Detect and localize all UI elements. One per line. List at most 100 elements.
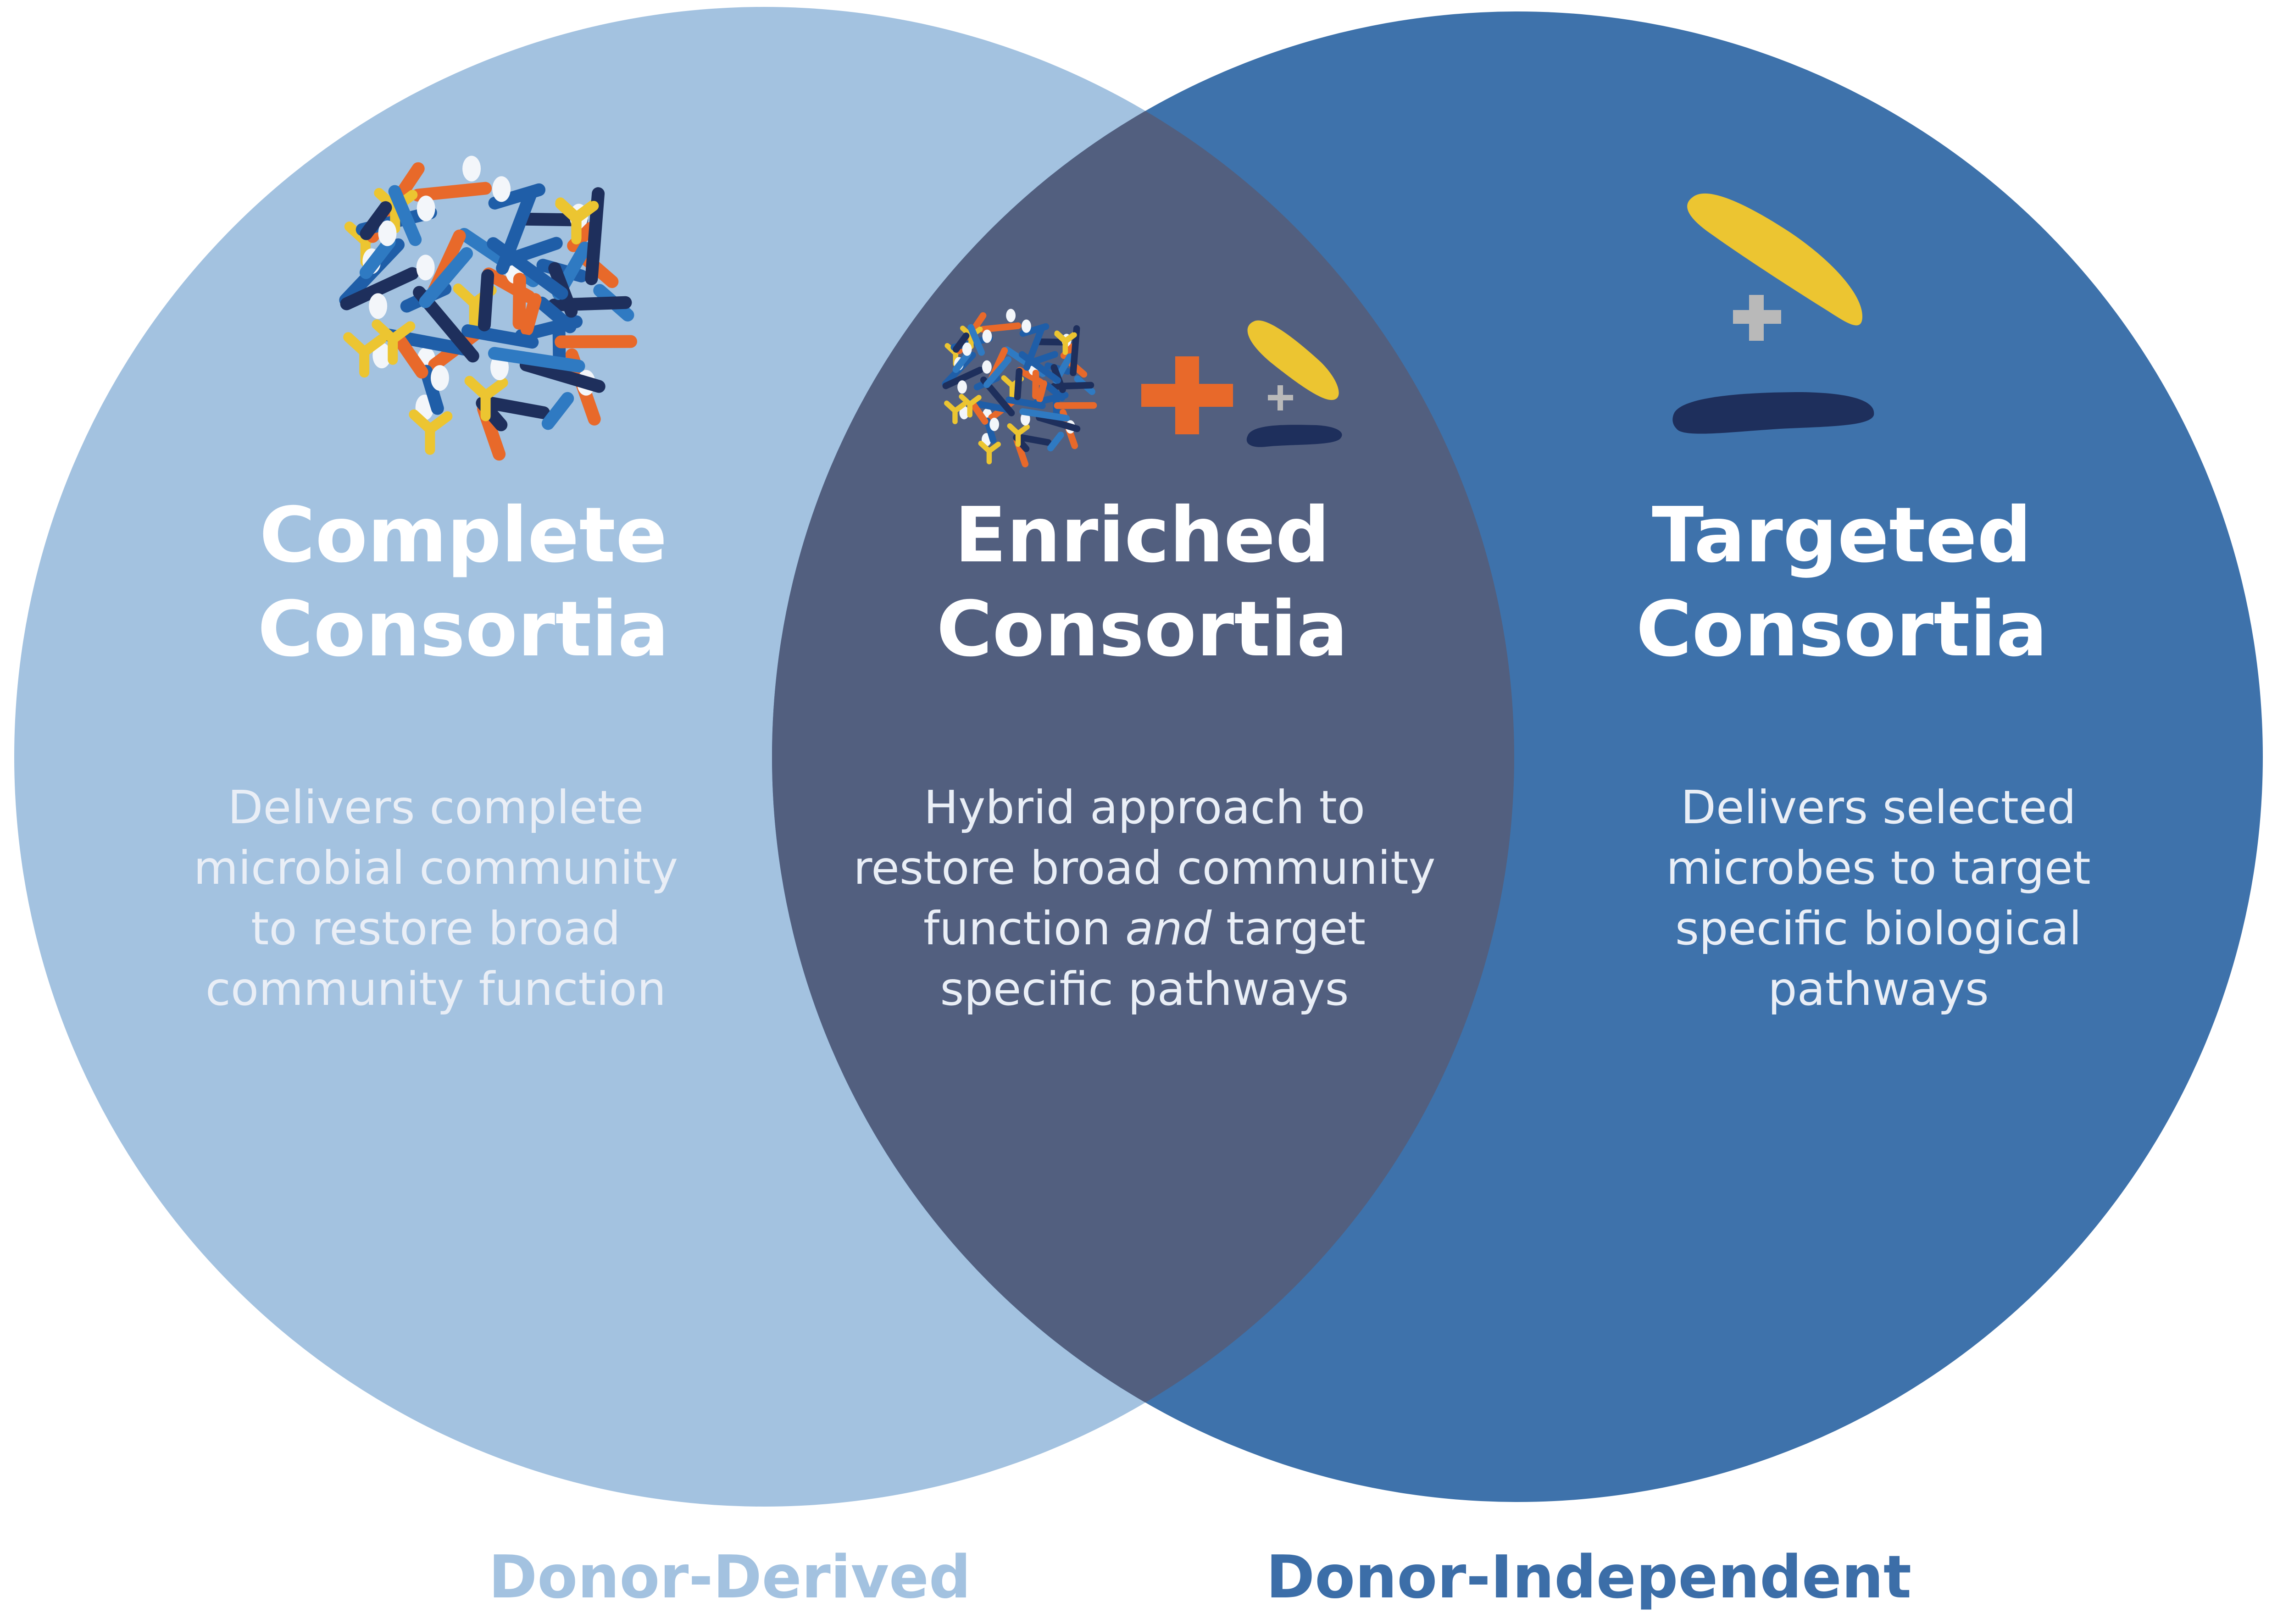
community-plus-selected-microbes-icon bbox=[942, 309, 1342, 468]
rod-bacterium-shape bbox=[1018, 351, 1061, 384]
rod-bacterium-shape bbox=[1036, 414, 1081, 432]
small-microbial-cluster-icon bbox=[942, 309, 1097, 468]
coccus-shape bbox=[957, 380, 967, 394]
microbial-community-cluster-icon bbox=[339, 155, 638, 461]
rod-bacterium-shape bbox=[585, 187, 605, 285]
complete-consortia-title: Complete Consortia bbox=[165, 488, 761, 676]
coccus-shape bbox=[982, 360, 992, 374]
coccus-shape bbox=[378, 220, 397, 246]
rod-bacterium-shape bbox=[360, 201, 392, 240]
desc-line: microbial community bbox=[193, 841, 678, 895]
targeted-title-line2: Consortia bbox=[1636, 585, 2048, 674]
targeted-consortia-description: Delivers selected microbes to target spe… bbox=[1534, 777, 2222, 1020]
y-shaped-bacterium-shape bbox=[978, 441, 1001, 465]
rod-bacterium-shape bbox=[535, 296, 577, 333]
rod-bacterium-shape bbox=[1032, 370, 1039, 399]
rod-bacterium-shape bbox=[388, 185, 422, 246]
targeted-title-line1: Targeted bbox=[1652, 491, 2032, 580]
rod-bacterium-shape bbox=[487, 237, 568, 300]
desc-line: microbes to target bbox=[1666, 841, 2091, 895]
rod-bacterium-shape bbox=[1014, 368, 1023, 400]
rod-bacterium-shape bbox=[952, 350, 972, 373]
desc-line: to restore broad bbox=[251, 902, 621, 955]
rod-bacterium-shape bbox=[1005, 396, 1046, 410]
complete-title-line1: Complete bbox=[259, 491, 667, 580]
rod-bacterium-shape bbox=[461, 324, 539, 349]
desc-line: pathways bbox=[1768, 962, 1989, 1016]
y-shaped-bacterium-shape bbox=[944, 400, 967, 424]
targeted-consortia-title: Targeted Consortia bbox=[1544, 488, 2140, 676]
y-shaped-bacterium-shape bbox=[464, 376, 508, 421]
rod-bacterium-shape bbox=[1047, 432, 1064, 452]
coccus-shape bbox=[982, 329, 992, 343]
desc-line: Hybrid approach to bbox=[923, 781, 1366, 834]
rod-bacterium-shape bbox=[1044, 382, 1066, 401]
rod-bacterium-shape bbox=[541, 392, 574, 430]
rod-bacterium-shape bbox=[478, 269, 494, 332]
rod-bacterium-shape bbox=[519, 358, 605, 393]
y-shaped-bacterium-shape bbox=[343, 332, 387, 378]
enriched-consortia-description: Hybrid approach to restore broad communi… bbox=[800, 777, 1489, 1020]
rod-bacterium-shape bbox=[979, 322, 1022, 333]
rod-bacterium-shape bbox=[942, 366, 983, 389]
rod-bacterium-shape bbox=[1036, 380, 1047, 403]
rod-bacterium-shape bbox=[393, 334, 428, 379]
coccus-shape bbox=[989, 417, 1000, 431]
coccus-shape bbox=[416, 255, 435, 281]
coccus-shape bbox=[492, 176, 511, 202]
y-shaped-bacterium-shape bbox=[409, 409, 453, 455]
rod-bacterium-shape bbox=[967, 324, 985, 356]
rod-bacterium-shape bbox=[411, 182, 492, 202]
donor-derived-label: Donor-Derived bbox=[489, 1543, 971, 1612]
rod-bacterium-shape bbox=[952, 332, 970, 353]
desc-line: specific biological bbox=[1675, 902, 2082, 955]
gray-plus-icon bbox=[1733, 295, 1781, 341]
rod-bacterium-shape bbox=[359, 236, 396, 279]
coccus-shape bbox=[1022, 319, 1031, 333]
selected-microbes-small-icon bbox=[1246, 320, 1342, 447]
complete-consortia-description: Delivers complete microbial community to… bbox=[92, 777, 780, 1020]
desc-line: specific pathways bbox=[940, 962, 1349, 1016]
enriched-title-line1: Enriched bbox=[954, 491, 1330, 580]
rod-bacterium-shape bbox=[340, 267, 419, 310]
coccus-shape bbox=[430, 365, 449, 391]
rod-bacterium-shape bbox=[555, 335, 638, 349]
rod-bacterium-shape bbox=[983, 417, 997, 444]
y-shaped-bacterium-shape bbox=[372, 319, 416, 365]
desc-line: Delivers selected bbox=[1681, 781, 2076, 834]
complete-title-line2: Consortia bbox=[257, 585, 669, 674]
coccus-shape bbox=[372, 343, 391, 369]
y-shaped-bacterium-shape bbox=[555, 199, 599, 244]
rod-bacterium-shape bbox=[970, 401, 989, 425]
desc-line: function bbox=[923, 902, 1126, 955]
y-shaped-bacterium-shape bbox=[959, 394, 982, 418]
rod-bacterium-shape bbox=[482, 396, 550, 419]
emphasis-and: and bbox=[1125, 902, 1212, 955]
enriched-title-line2: Consortia bbox=[936, 585, 1348, 674]
coccus-shape bbox=[417, 195, 435, 222]
rod-bacterium-shape bbox=[520, 293, 542, 336]
coccus-shape bbox=[462, 155, 481, 182]
desc-line: restore broad community bbox=[853, 841, 1436, 895]
rod-bacterium-shape bbox=[983, 356, 1012, 388]
selected-microbes-icon bbox=[1672, 193, 1874, 434]
enriched-consortia-title: Enriched Consortia bbox=[844, 488, 1440, 676]
orange-plus-icon bbox=[1141, 356, 1233, 434]
rod-bacterium-shape bbox=[512, 272, 526, 330]
rod-bacterium-shape bbox=[1016, 434, 1052, 446]
coccus-shape bbox=[369, 293, 388, 319]
desc-line: community function bbox=[205, 962, 667, 1016]
desc-line: target bbox=[1211, 902, 1366, 955]
y-shaped-bacterium-shape bbox=[1054, 331, 1077, 355]
rod-bacterium-shape bbox=[419, 247, 473, 308]
rod-bacterium-shape bbox=[420, 365, 444, 415]
coccus-shape bbox=[1006, 309, 1016, 322]
rod-bacterium-shape bbox=[1019, 408, 1070, 422]
coccus-shape bbox=[962, 342, 972, 356]
rod-bacterium-shape bbox=[1070, 325, 1080, 377]
y-shaped-bacterium-shape bbox=[1007, 423, 1030, 447]
rod-bacterium-shape bbox=[488, 347, 585, 373]
coccus-shape bbox=[959, 406, 969, 420]
rod-bacterium-shape bbox=[1054, 402, 1097, 409]
